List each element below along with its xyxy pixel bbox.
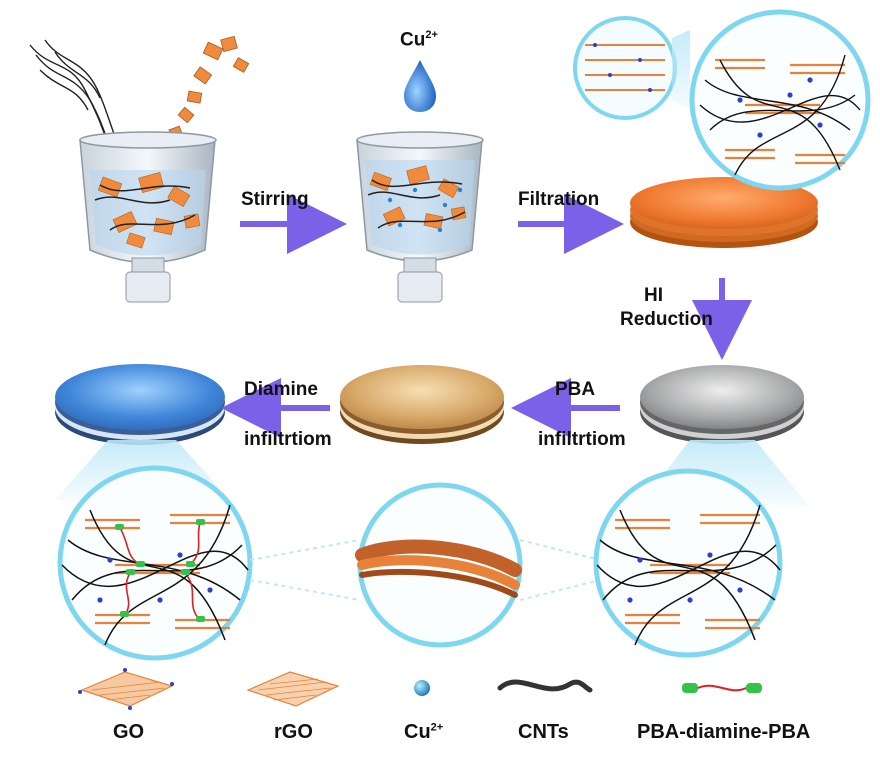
magnifier-center bbox=[355, 482, 523, 648]
magnifier-large-top bbox=[689, 9, 871, 191]
legend-cu-label: Cu2+ bbox=[404, 721, 444, 743]
rgo-film-gray bbox=[640, 365, 804, 444]
magnify-cone bbox=[672, 30, 690, 110]
pba-film-gold bbox=[340, 365, 504, 444]
beaker-1 bbox=[29, 35, 250, 303]
linker-icon bbox=[682, 683, 762, 693]
cnt-icon bbox=[497, 679, 593, 693]
magnifier-crosslinked bbox=[57, 465, 253, 661]
rgo-icon bbox=[246, 671, 340, 707]
diamine-film-blue bbox=[55, 364, 225, 445]
magnifier-network bbox=[593, 468, 783, 658]
legend-cnts-label: CNTs bbox=[518, 721, 569, 743]
diamine-infiltration-label: infiltrtiom bbox=[244, 429, 332, 450]
stirring-label: Stirring bbox=[241, 189, 309, 210]
hi-label: HI bbox=[644, 285, 663, 306]
cu-ion-icon bbox=[414, 680, 430, 696]
magnifier-small bbox=[573, 16, 677, 120]
cu-ion-label: Cu2+ bbox=[400, 29, 438, 51]
link-lines bbox=[249, 539, 601, 601]
legend-rgo-label: rGO bbox=[274, 721, 313, 743]
pba-label: PBA bbox=[555, 379, 596, 400]
beaker-2 bbox=[356, 131, 484, 303]
go-icon bbox=[78, 668, 174, 710]
filtration-label: Filtration bbox=[518, 189, 600, 210]
pba-infiltration-label: infiltrtiom bbox=[538, 429, 626, 450]
legend-go-label: GO bbox=[113, 721, 145, 743]
diamine-label: Diamine bbox=[244, 379, 318, 400]
droplet-icon bbox=[404, 60, 436, 112]
reduction-label: Reduction bbox=[620, 309, 713, 330]
legend-linker-label: PBA-diamine-PBA bbox=[637, 721, 811, 743]
